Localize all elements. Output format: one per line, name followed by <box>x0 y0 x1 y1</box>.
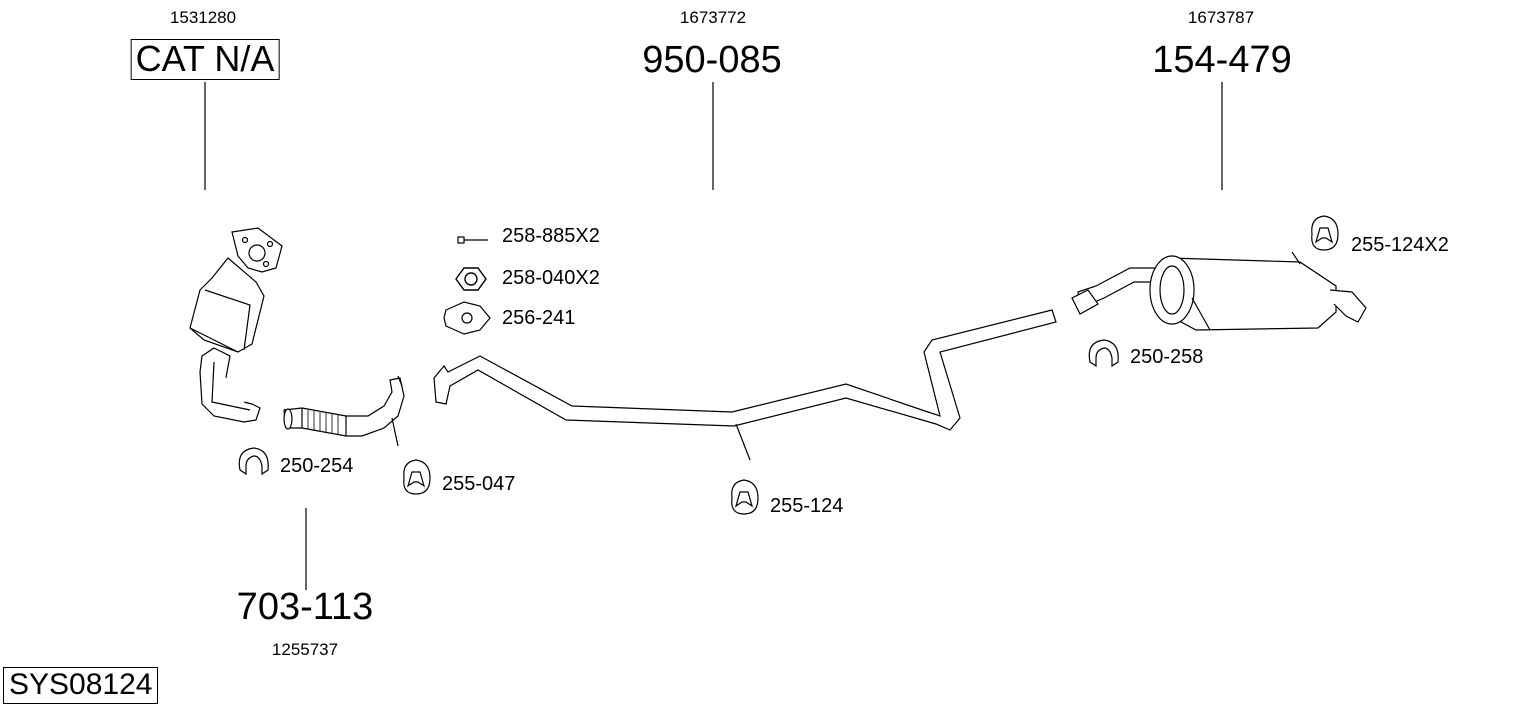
bolt-icon <box>457 236 488 244</box>
nut-icon <box>455 267 487 291</box>
gasket-icon <box>443 301 491 335</box>
middle-pipe-part[interactable] <box>433 309 1057 461</box>
catalytic-converter-part[interactable] <box>189 227 283 423</box>
part-number-hanger-front[interactable]: 255-047 <box>442 473 516 495</box>
rubber-hanger-icon <box>1311 215 1339 251</box>
oe-number-front: 1255737 <box>271 640 339 659</box>
front-pipe-part[interactable] <box>283 375 405 447</box>
system-id-label: SYS08124 <box>3 667 159 704</box>
rear-silencer-part[interactable] <box>1071 251 1367 331</box>
part-number-cat[interactable]: CAT N/A <box>130 39 280 80</box>
part-number-mid[interactable]: 950-085 <box>642 39 782 81</box>
part-number-front[interactable]: 703-113 <box>236 586 374 628</box>
clamp-icon <box>1088 339 1119 368</box>
part-number-hanger-mid[interactable]: 255-124 <box>770 495 844 517</box>
oe-number-rear: 1673787 <box>1187 8 1255 27</box>
rubber-hanger-icon <box>731 479 759 515</box>
clamp-icon <box>238 447 269 476</box>
oe-number-mid: 1673772 <box>679 8 747 27</box>
oe-number-cat: 1531280 <box>169 8 237 27</box>
part-number-rear[interactable]: 154-479 <box>1152 39 1292 81</box>
part-number-gasket[interactable]: 256-241 <box>502 307 576 329</box>
part-number-nut[interactable]: 258-040X2 <box>502 267 600 289</box>
part-number-clamp-front[interactable]: 250-254 <box>280 455 354 477</box>
part-number-hanger-rear[interactable]: 255-124X2 <box>1351 234 1449 256</box>
part-number-clamp-rear[interactable]: 250-258 <box>1130 346 1204 368</box>
part-number-bolt[interactable]: 258-885X2 <box>502 225 600 247</box>
rubber-hanger-icon <box>403 459 431 495</box>
